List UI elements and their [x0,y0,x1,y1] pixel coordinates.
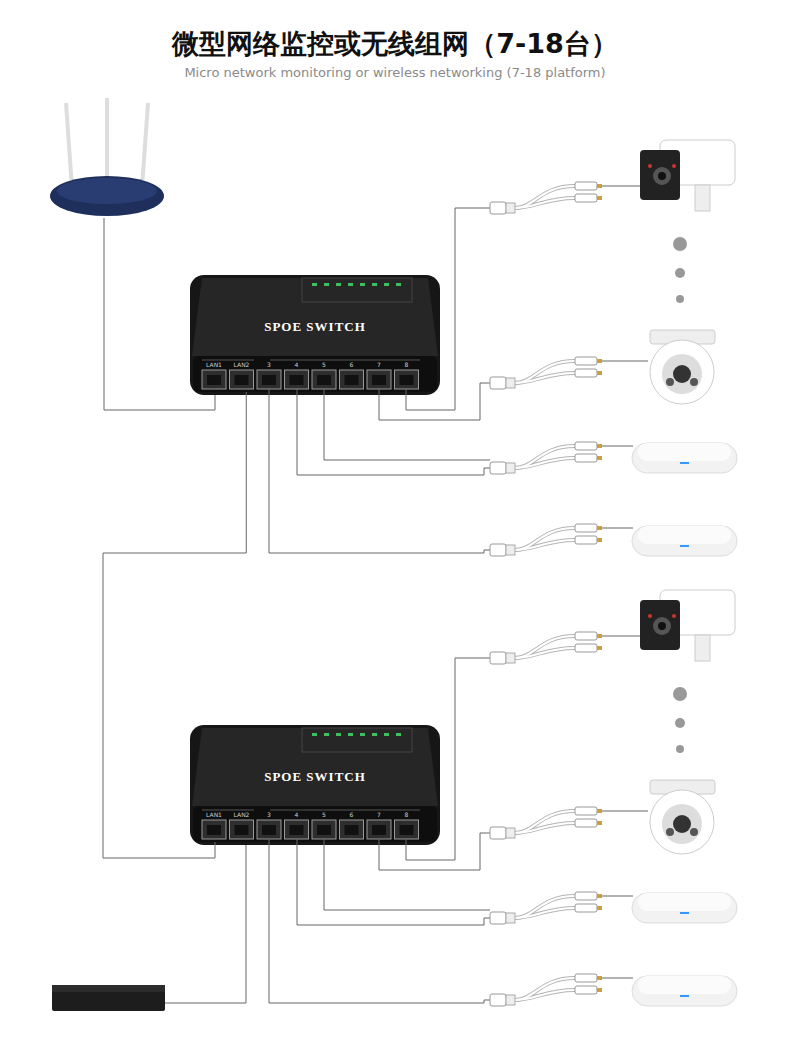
port-label: LAN2 [234,812,250,818]
port-label: 4 [295,362,299,368]
port-label: 8 [405,812,409,818]
port-label: LAN1 [206,812,222,818]
port-label: 3 [267,362,271,368]
port-label: 6 [350,812,354,818]
port-label: 5 [322,812,326,818]
port-label: 8 [405,362,409,368]
switch-name: SPOE SWITCH [264,769,366,785]
port-label: 3 [267,812,271,818]
port-label: 7 [377,362,381,368]
poe-switch: SPOE SWITCH [190,270,440,395]
port-label: 4 [295,812,299,818]
subtitle: Micro network monitoring or wireless net… [0,66,790,79]
diagram-title: 微型网络监控或无线组网（7-18台） [0,26,790,62]
port-label: 5 [322,362,326,368]
port-label: 6 [350,362,354,368]
poe-switch: SPOE SWITCH [190,720,440,845]
port-label: LAN1 [206,362,222,368]
network-cable [103,392,246,858]
port-label: LAN2 [234,362,250,368]
switch-name: SPOE SWITCH [264,319,366,335]
port-label: 7 [377,812,381,818]
